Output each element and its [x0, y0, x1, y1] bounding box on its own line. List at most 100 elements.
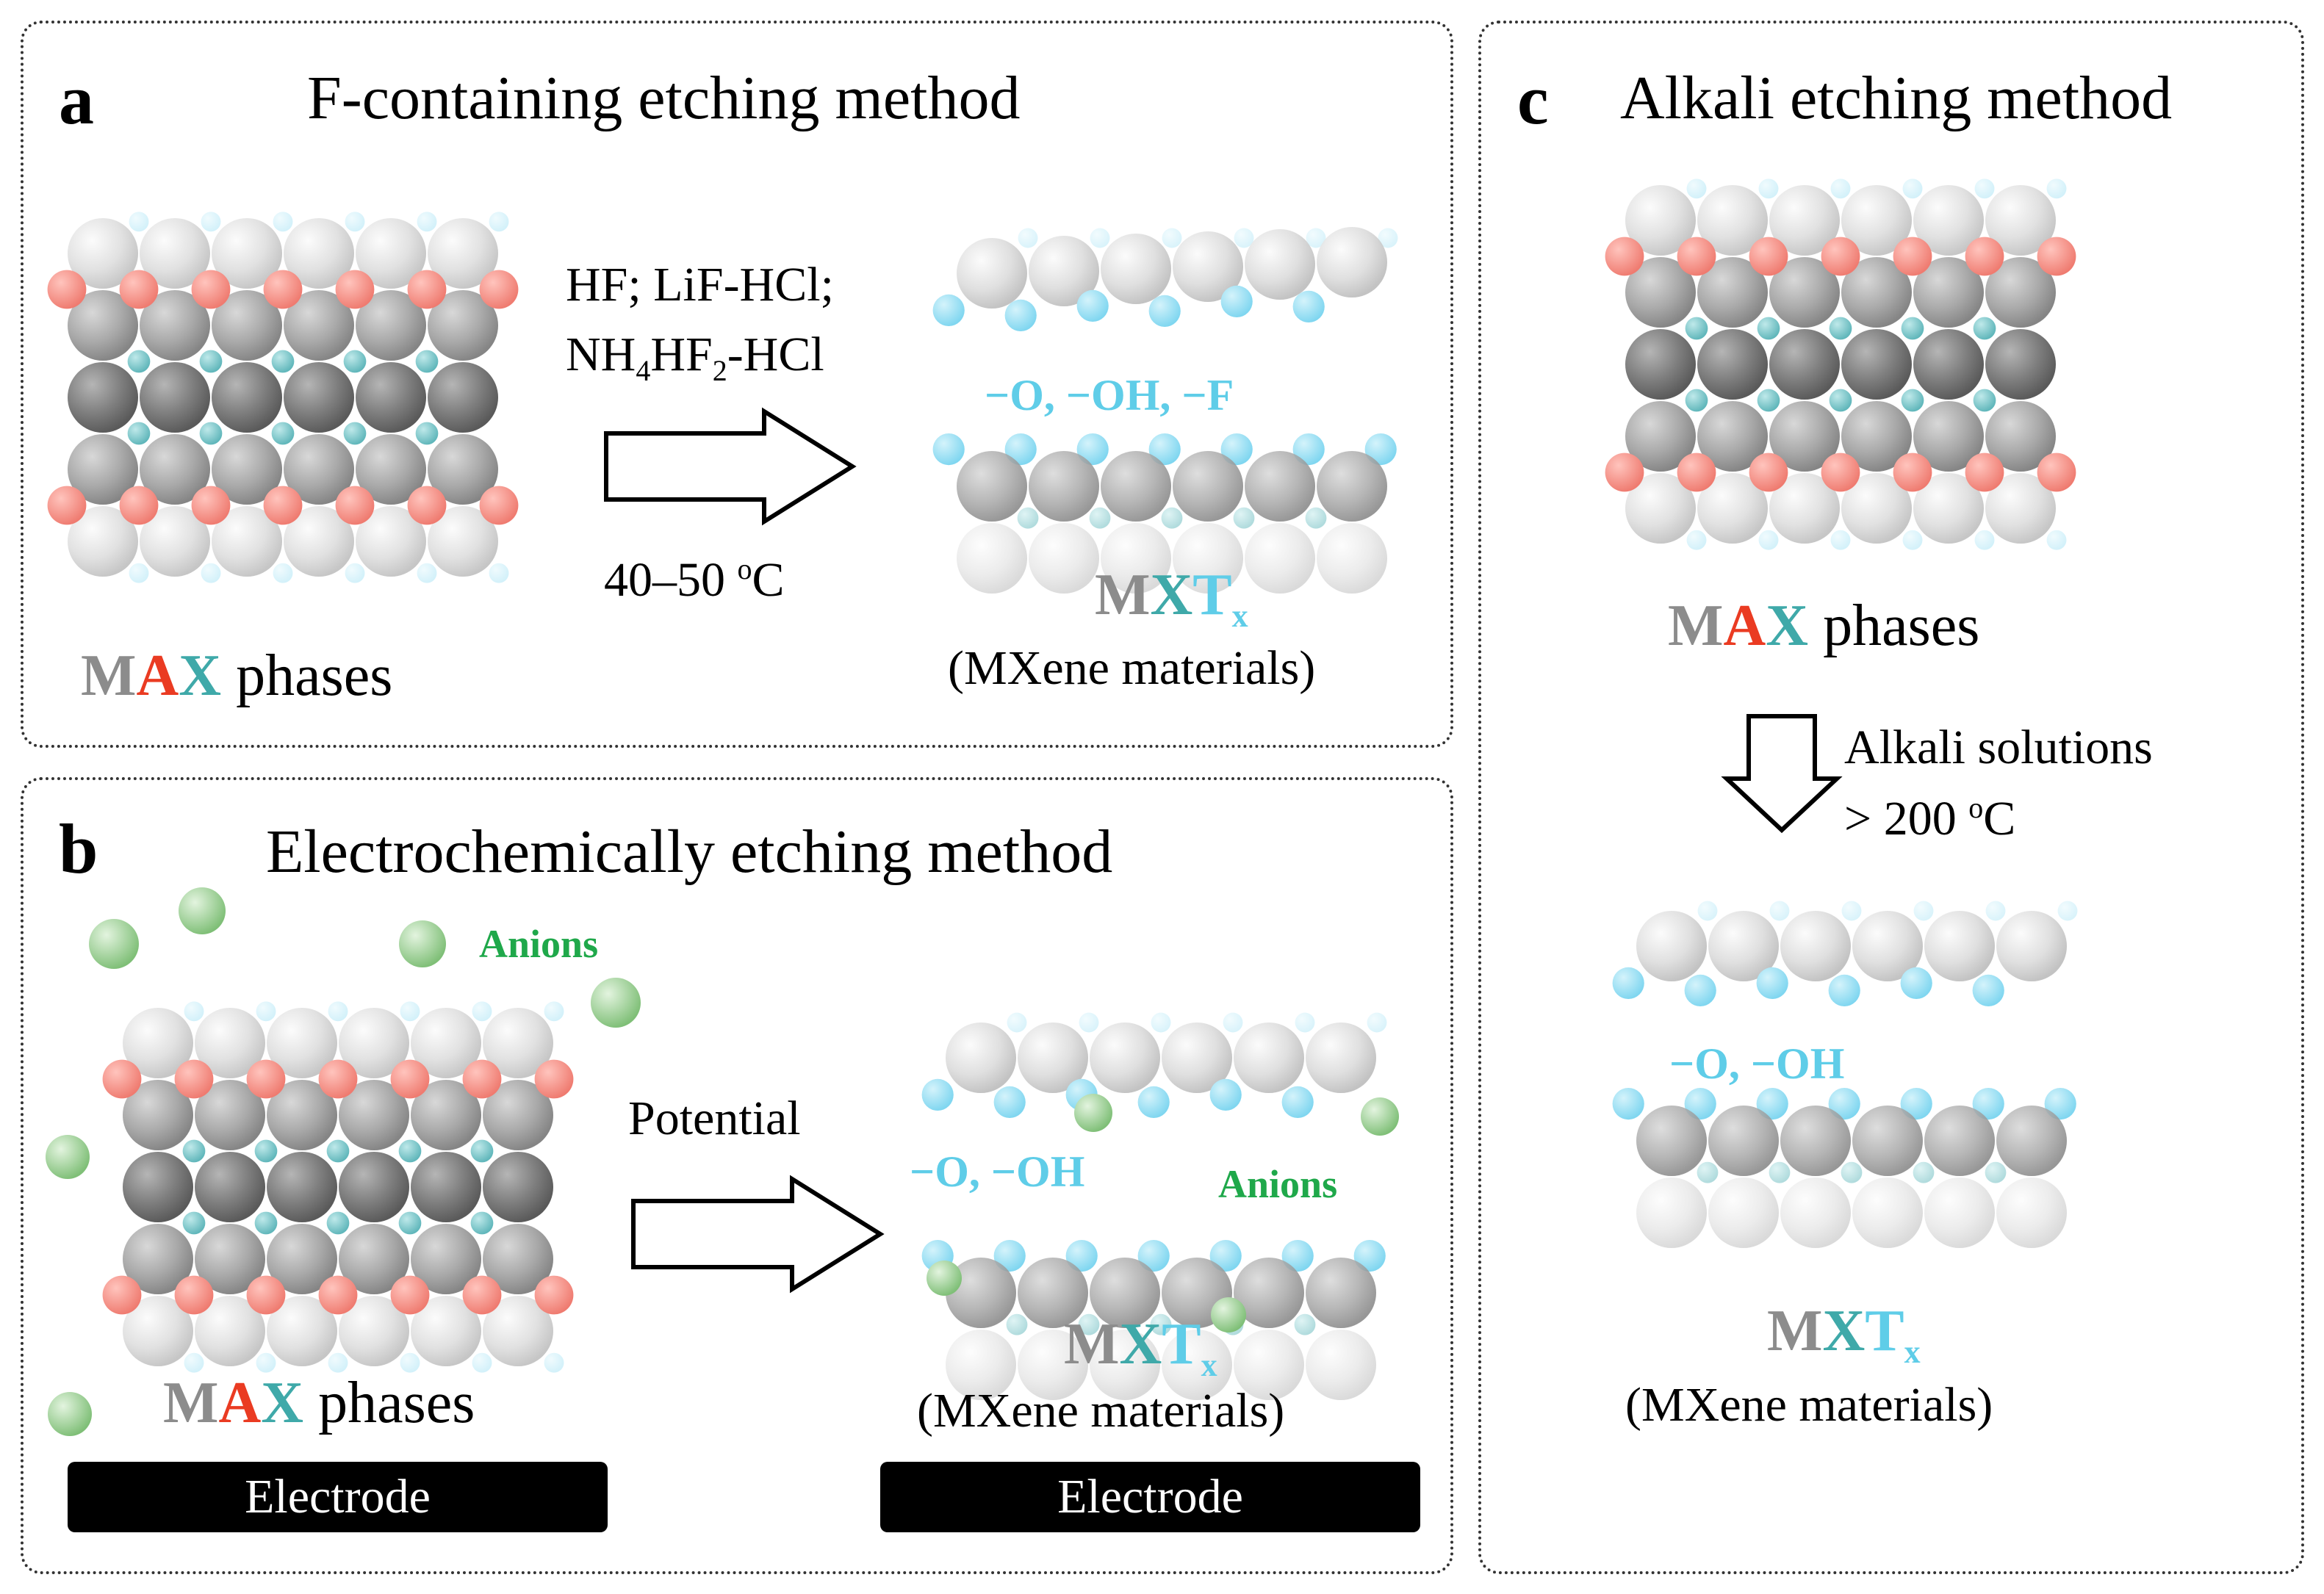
panel-c-mxene-m-atom — [1924, 911, 1995, 981]
panel-a-mxene-surface-atom — [1306, 228, 1326, 248]
panel-a-max-m-atom — [68, 362, 138, 433]
panel-c-max-label: MAX phases — [1668, 594, 1980, 658]
panel-c-max-a-atom — [1821, 452, 1860, 492]
panel-b-max-surface-atom — [472, 1001, 492, 1022]
panel-c-max-m-atom — [1769, 329, 1840, 400]
panel-c-mxene-surface-atom — [2057, 901, 2078, 921]
panel-a-max-surface-atom — [489, 212, 509, 232]
panel-b-mxene-t-atom — [1137, 1086, 1170, 1118]
panel-b-mxene-m-atom — [1306, 1023, 1376, 1093]
panel-c-mxene-m-atom — [1852, 1106, 1923, 1176]
panel-b-max-a-atom — [246, 1059, 286, 1099]
anion-atom — [1361, 1097, 1399, 1136]
panel-b-mxene-m-atom — [1234, 1023, 1304, 1093]
panel-a-mxtx-label: MXTx — [1095, 563, 1248, 634]
panel-b-max-m-atom — [123, 1080, 193, 1150]
panel-c-mxene-m-atom — [1996, 1178, 2067, 1248]
panel-a-max-a-atom — [407, 486, 447, 525]
panel-b-max-x-atom — [470, 1211, 494, 1235]
panel-b-max-m-atom — [195, 1008, 265, 1078]
panel-b-max-surface-atom — [256, 1001, 276, 1022]
panel-b-max-x-atom — [398, 1211, 422, 1235]
panel-c-mxene-m-atom — [1996, 911, 2067, 981]
panel-a-mxene-m-atom — [1029, 523, 1099, 594]
panel-a-max-surface-atom — [273, 212, 293, 232]
panel-a-max-x-atom — [343, 422, 367, 445]
panel-a-max-x-atom — [271, 350, 295, 373]
panel-c-mxene-m-atom — [1636, 911, 1707, 981]
panel-b-mxene-x-atom — [1294, 1313, 1316, 1335]
panel-c-mxene-t-atom — [1828, 974, 1860, 1006]
panel-c-mxene-t-atom — [1684, 1088, 1716, 1120]
panel-a-mxene-m-atom — [1245, 523, 1315, 594]
panel-b-mxene-t-atom — [1065, 1240, 1098, 1272]
panel-c-max-surface-atom — [1686, 530, 1707, 550]
panel-b-mxene-t-atom — [993, 1086, 1026, 1118]
panel-a-max-m-atom — [356, 218, 426, 289]
panel-c-max-m-atom — [1697, 473, 1768, 544]
panel-b-mxene-t-atom — [921, 1078, 954, 1111]
panel-c-letter: c — [1517, 60, 1549, 139]
panel-c-mxene-t-atom — [1756, 1088, 1788, 1120]
panel-b-max-m-atom — [123, 1152, 193, 1222]
panel-b-letter: b — [59, 809, 98, 888]
panel-b-max-x-atom — [470, 1139, 494, 1163]
panel-b-max-m-atom — [267, 1224, 337, 1294]
panel-c-mxene-t-atom — [2044, 1088, 2076, 1120]
panel-c-mxene-t-atom — [1972, 1088, 2004, 1120]
panel-b-max-x-atom — [326, 1139, 350, 1163]
panel-b-mxene-m-atom — [1162, 1330, 1232, 1400]
panel-c-mxene-t-atom — [1756, 967, 1788, 999]
panel-a-max-x-atom — [271, 422, 295, 445]
panel-c-max-m-atom — [1697, 401, 1768, 472]
panel-c-mxene-surface-atom — [1985, 901, 2006, 921]
panel-c-max-a-atom — [1749, 237, 1788, 276]
panel-c-max-a-atom — [1605, 237, 1644, 276]
panel-c-max-x-atom — [1973, 389, 1996, 412]
panel-a-max-m-atom — [140, 218, 210, 289]
panel-c-mxene-m-atom — [1636, 1178, 1707, 1248]
panel-a-max-label: MAX phases — [81, 643, 393, 708]
panel-c-max-m-atom — [1913, 185, 1984, 256]
panel-c-max-m-atom — [1985, 401, 2056, 472]
panel-c-max-surface-atom — [1974, 530, 1995, 550]
panel-b-mxene-m-atom — [1018, 1330, 1088, 1400]
panel-a-max-m-atom — [68, 434, 138, 505]
panel-a-mxene-m-atom — [1029, 451, 1099, 522]
panel-a-mxene-x-atom — [1017, 507, 1039, 529]
panel-b-mxene-m-atom — [1306, 1258, 1376, 1328]
panel-c-max-a-atom — [1677, 237, 1716, 276]
panel-b-max-a-atom — [318, 1059, 358, 1099]
panel-b-max-m-atom — [339, 1080, 409, 1150]
panel-c-max-x-atom — [1757, 389, 1780, 412]
panel-a-mxene-m-atom — [1173, 451, 1243, 522]
panel-a-max-m-atom — [68, 218, 138, 289]
panel-a-max-m-atom — [68, 290, 138, 361]
panel-a-mxene-m-atom — [1101, 451, 1171, 522]
panel-a-mxene-name: (MXene materials) — [948, 641, 1316, 695]
panel-b-max-x-atom — [254, 1211, 278, 1235]
panel-a-mxene-x-atom — [1089, 507, 1111, 529]
panel-c-max-m-atom — [1625, 185, 1696, 256]
panel-a-mxene-m-atom — [1101, 523, 1171, 594]
panel-b-max-m-atom — [339, 1224, 409, 1294]
panel-a-mxene-m-atom — [1317, 451, 1387, 522]
panel-c-max-m-atom — [1985, 185, 2056, 256]
panel-b-max-a-atom — [390, 1275, 430, 1315]
panel-c-max-m-atom — [1985, 473, 2056, 544]
panel-b-max-surface-atom — [328, 1001, 348, 1022]
panel-a-mxene-t-atom — [1292, 290, 1325, 322]
panel-c-mxene-t-atom — [1900, 967, 1932, 999]
panel-c-mxtx-label: MXTx — [1767, 1299, 1921, 1370]
panel-a-max-a-atom — [479, 486, 519, 525]
electrode-left: Electrode — [68, 1462, 608, 1532]
panel-a-temperature: 40–50 oC — [604, 552, 785, 607]
panel-b-mxene-t-atom — [1209, 1240, 1242, 1272]
panel-c-max-surface-atom — [1758, 530, 1779, 550]
panel-c-max-m-atom — [1841, 473, 1912, 544]
panel-b-mxtx-label: MXTx — [1064, 1312, 1217, 1383]
panel-c-max-surface-atom — [1830, 178, 1851, 199]
panel-c-condition-line1: Alkali solutions — [1844, 721, 2153, 774]
panel-a-max-m-atom — [212, 362, 282, 433]
